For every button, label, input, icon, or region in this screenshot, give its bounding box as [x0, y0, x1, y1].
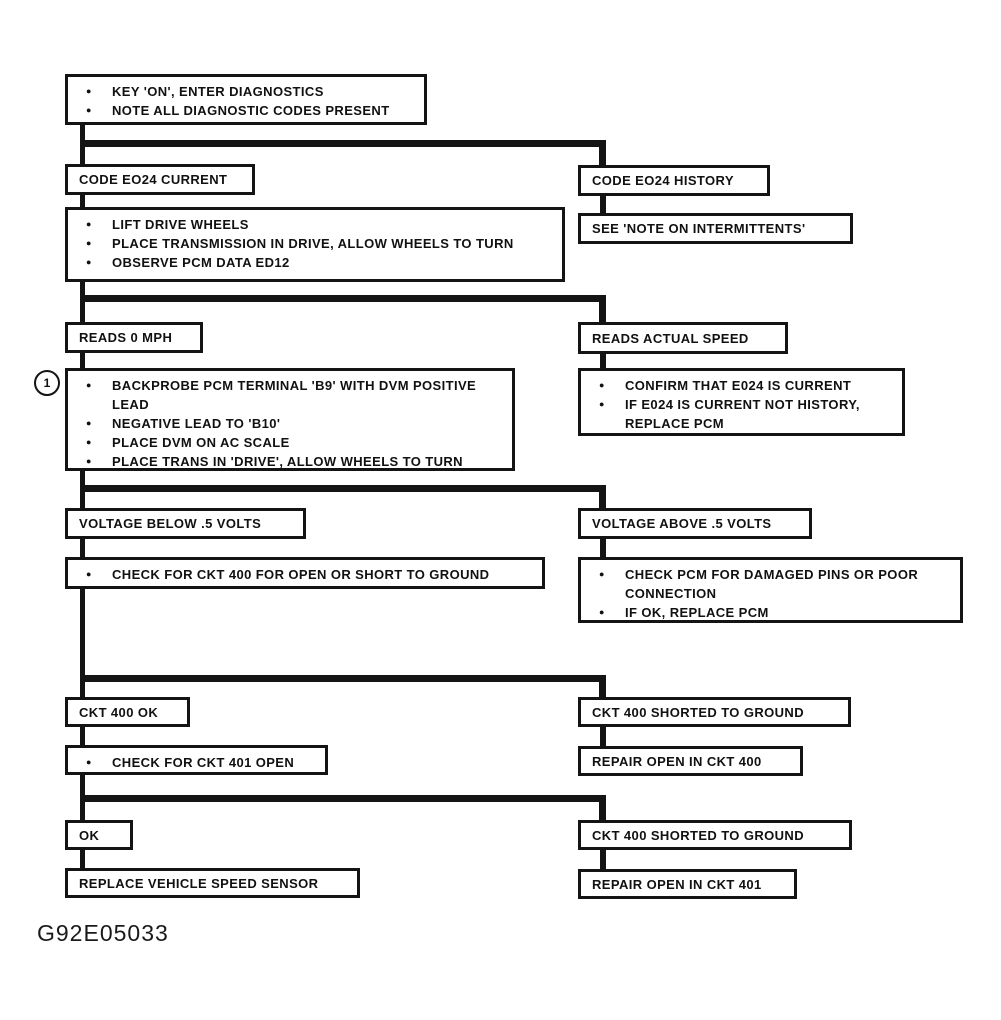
node-lift-drive-wheels: LIFT DRIVE WHEELS PLACE TRANSMISSION IN … [65, 207, 565, 282]
node-check-ckt400: CHECK FOR CKT 400 FOR OPEN OR SHORT TO G… [65, 557, 545, 589]
node-label: VOLTAGE BELOW .5 VOLTS [79, 516, 262, 531]
connector-branch-bar [80, 140, 606, 147]
connector-segment [599, 675, 606, 698]
node-ckt400-shorted-1: CKT 400 SHORTED TO GROUND [578, 697, 851, 727]
node-check-ckt401: CHECK FOR CKT 401 OPEN [65, 745, 328, 775]
node-label: SEE 'NOTE ON INTERMITTENTS' [592, 221, 806, 236]
bullet-list: CHECK FOR CKT 400 FOR OPEN OR SHORT TO G… [76, 565, 534, 584]
node-label: VOLTAGE ABOVE .5 VOLTS [592, 516, 772, 531]
node-voltage-above: VOLTAGE ABOVE .5 VOLTS [578, 508, 812, 539]
connector-segment [599, 485, 606, 509]
node-repair-ckt400: REPAIR OPEN IN CKT 400 [578, 746, 803, 776]
node-label: REPAIR OPEN IN CKT 401 [592, 876, 762, 892]
connector-segment [600, 353, 606, 369]
node-voltage-below: VOLTAGE BELOW .5 VOLTS [65, 508, 306, 539]
bullet-item: PLACE DVM ON AC SCALE [84, 433, 504, 452]
node-code-eo24-history: CODE EO24 HISTORY [578, 165, 770, 196]
footnote-ref-circle: 1 [34, 370, 60, 396]
bullet-item: PLACE TRANSMISSION IN DRIVE, ALLOW WHEEL… [84, 234, 554, 253]
node-see-note-intermittents: SEE 'NOTE ON INTERMITTENTS' [578, 213, 853, 244]
connector-segment [80, 726, 85, 746]
connector-segment [599, 795, 606, 821]
bullet-list: LIFT DRIVE WHEELS PLACE TRANSMISSION IN … [76, 215, 554, 272]
bullet-item: IF OK, REPLACE PCM [597, 603, 952, 622]
node-ckt400-ok: CKT 400 OK [65, 697, 190, 727]
node-label: CKT 400 OK [79, 704, 159, 720]
bullet-item: KEY 'ON', ENTER DIAGNOSTICS [84, 82, 416, 101]
node-label: READS ACTUAL SPEED [592, 330, 749, 346]
connector-segment [600, 849, 606, 870]
bullet-list: CONFIRM THAT E024 IS CURRENT IF E024 IS … [589, 376, 894, 433]
figure-id-caption: G92E05033 [37, 920, 169, 946]
node-start: KEY 'ON', ENTER DIAGNOSTICS NOTE ALL DIA… [65, 74, 427, 125]
node-label: CODE EO24 CURRENT [79, 172, 228, 187]
node-reads-0-mph: READS 0 MPH [65, 322, 203, 353]
node-confirm-e024-current: CONFIRM THAT E024 IS CURRENT IF E024 IS … [578, 368, 905, 436]
connector-branch-bar [80, 795, 606, 802]
node-label: OK [79, 827, 100, 843]
connector-segment [599, 295, 606, 323]
bullet-item: CHECK FOR CKT 401 OPEN [84, 753, 317, 772]
node-repair-ckt401: REPAIR OPEN IN CKT 401 [578, 869, 797, 899]
bullet-item: IF E024 IS CURRENT NOT HISTORY, REPLACE … [597, 395, 894, 433]
bullet-item: OBSERVE PCM DATA ED12 [84, 253, 554, 272]
connector-branch-bar [80, 295, 606, 302]
node-ok: OK [65, 820, 133, 850]
connector-segment [80, 849, 85, 869]
connector-segment [80, 588, 85, 698]
node-label: REPLACE VEHICLE SPEED SENSOR [79, 875, 319, 891]
node-check-pcm-pins: CHECK PCM FOR DAMAGED PINS OR POOR CONNE… [578, 557, 963, 623]
connector-segment [599, 140, 606, 166]
bullet-item: NOTE ALL DIAGNOSTIC CODES PRESENT [84, 101, 416, 120]
connector-segment [80, 194, 85, 208]
connector-branch-bar [80, 485, 606, 492]
bullet-item: PLACE TRANS IN 'DRIVE', ALLOW WHEELS TO … [84, 452, 504, 471]
node-label: CODE EO24 HISTORY [592, 173, 734, 188]
connector-segment [600, 539, 606, 558]
node-label: CKT 400 SHORTED TO GROUND [592, 827, 805, 843]
bullet-item: CONFIRM THAT E024 IS CURRENT [597, 376, 894, 395]
footnote-ref-number: 1 [43, 376, 51, 390]
node-label: REPAIR OPEN IN CKT 400 [592, 753, 762, 769]
bullet-list: CHECK PCM FOR DAMAGED PINS OR POOR CONNE… [589, 565, 952, 622]
bullet-item: CHECK FOR CKT 400 FOR OPEN OR SHORT TO G… [84, 565, 534, 584]
node-label: CKT 400 SHORTED TO GROUND [592, 704, 805, 720]
node-code-eo24-current: CODE EO24 CURRENT [65, 164, 255, 195]
node-ckt400-shorted-2: CKT 400 SHORTED TO GROUND [578, 820, 852, 850]
bullet-list: CHECK FOR CKT 401 OPEN [76, 753, 317, 772]
connector-branch-bar [80, 675, 606, 682]
bullet-item: NEGATIVE LEAD TO 'B10' [84, 414, 504, 433]
node-backprobe-pcm: BACKPROBE PCM TERMINAL 'B9' WITH DVM POS… [65, 368, 515, 471]
node-reads-actual-speed: READS ACTUAL SPEED [578, 322, 788, 354]
node-replace-vss: REPLACE VEHICLE SPEED SENSOR [65, 868, 360, 898]
bullet-list: KEY 'ON', ENTER DIAGNOSTICS NOTE ALL DIA… [76, 82, 416, 120]
bullet-item: LIFT DRIVE WHEELS [84, 215, 554, 234]
bullet-item: BACKPROBE PCM TERMINAL 'B9' WITH DVM POS… [84, 376, 504, 414]
connector-segment [600, 727, 606, 747]
connector-segment [80, 281, 85, 323]
connector-segment [600, 195, 606, 214]
node-label: READS 0 MPH [79, 330, 173, 345]
bullet-list: BACKPROBE PCM TERMINAL 'B9' WITH DVM POS… [76, 376, 504, 471]
connector-segment [80, 538, 85, 558]
connector-segment [80, 352, 85, 369]
bullet-item: CHECK PCM FOR DAMAGED PINS OR POOR CONNE… [597, 565, 952, 603]
